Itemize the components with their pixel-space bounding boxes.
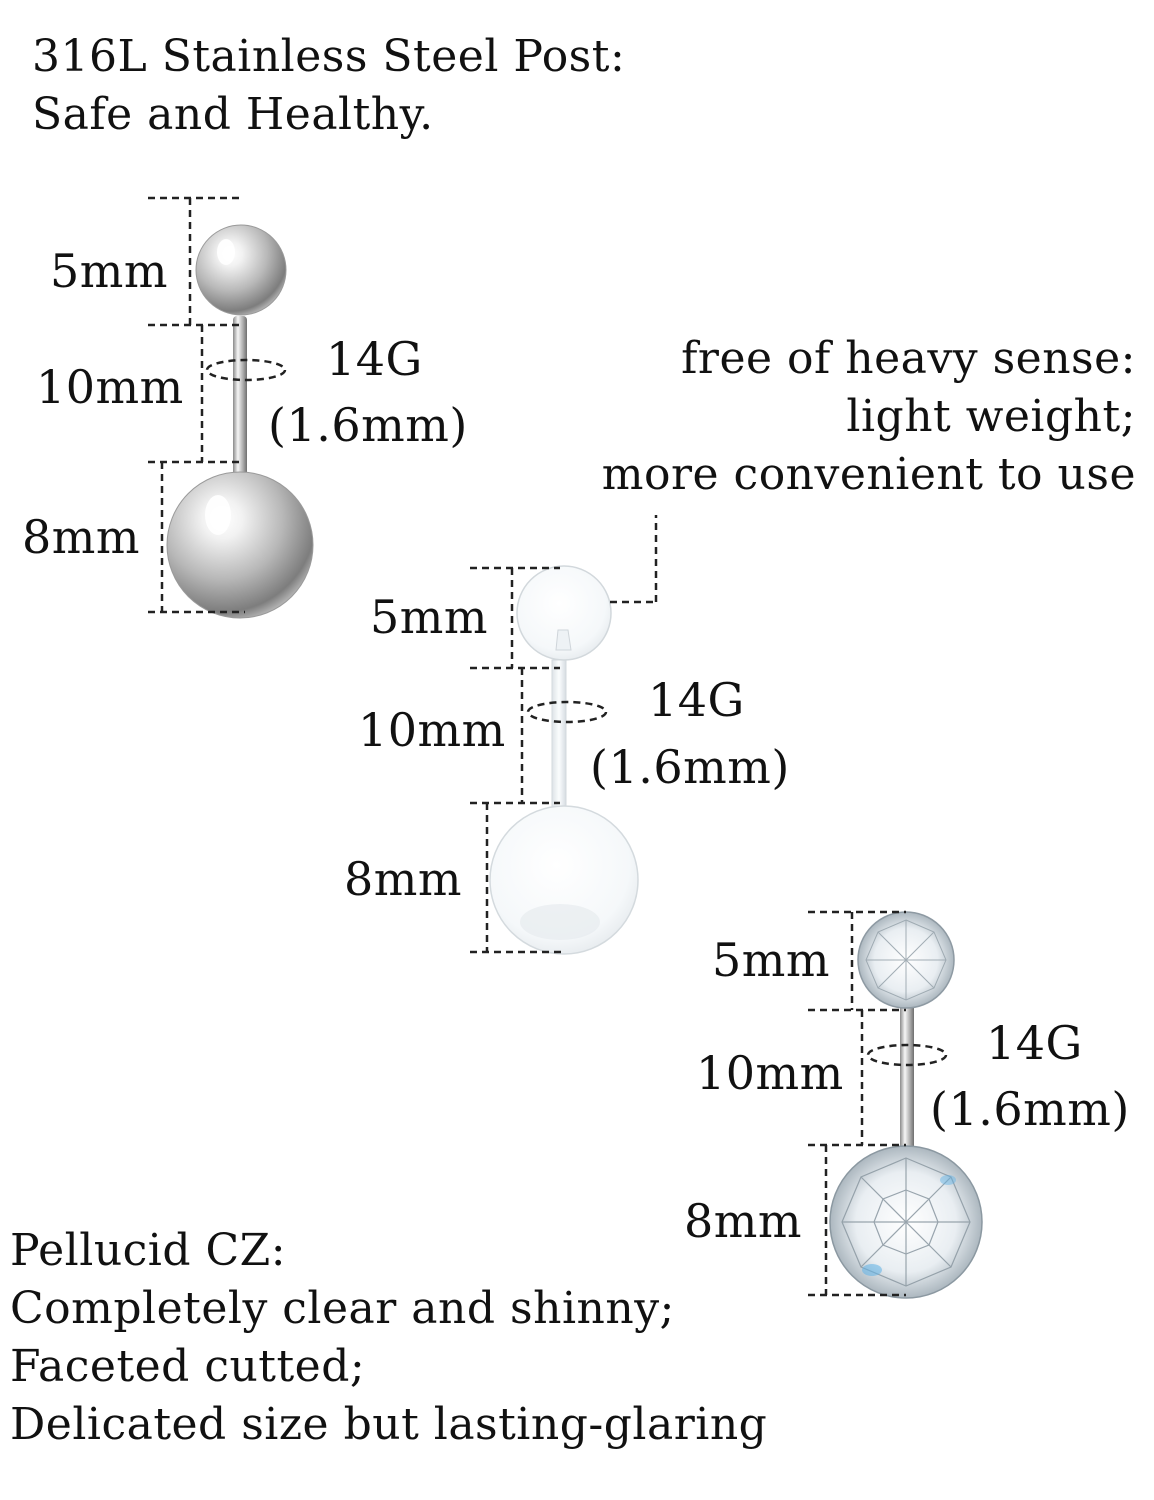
- steel-barbell: [166, 224, 314, 619]
- cz-line1: Pellucid CZ:: [10, 1225, 287, 1276]
- clear-gauge: 14G: [648, 673, 745, 727]
- lightweight-line2: light weight;: [846, 391, 1136, 443]
- lightweight-line1: free of heavy sense:: [681, 333, 1136, 384]
- clear-gauge-mm: (1.6mm): [590, 740, 790, 794]
- cz-bar-length: 10mm: [696, 1046, 844, 1100]
- cz-gauge-mm: (1.6mm): [930, 1082, 1130, 1136]
- clear-barbell: [489, 565, 639, 955]
- cz-gauge: 14G: [986, 1016, 1083, 1070]
- steel-top-ball-size: 5mm: [50, 244, 169, 298]
- steel-gauge-mm: (1.6mm): [268, 398, 468, 452]
- steel-gauge: 14G: [326, 332, 423, 386]
- lightweight-line3: more convenient to use: [601, 449, 1136, 501]
- steel-bar-length: 10mm: [36, 360, 184, 414]
- cz-feature-note: Pellucid CZ: Completely clear and shinny…: [10, 1222, 767, 1454]
- clear-bottom-ball-size: 8mm: [344, 852, 463, 906]
- cz-line3: Faceted cutted;: [10, 1341, 366, 1393]
- cz-bottom-gem-size: 8mm: [684, 1194, 803, 1248]
- material-heading-line1: 316L Stainless Steel Post:: [32, 31, 626, 82]
- steel-bottom-ball-size: 8mm: [22, 510, 141, 564]
- steel-dimension-lines: [148, 196, 287, 614]
- material-heading-line2: Safe and Healthy.: [32, 89, 434, 141]
- cz-top-gem-size: 5mm: [712, 933, 831, 987]
- cz-line4: Delicated size but lasting-glaring: [10, 1399, 768, 1451]
- clear-top-ball-size: 5mm: [370, 590, 489, 644]
- lightweight-feature-note: free of heavy sense: light weight; more …: [602, 330, 1136, 504]
- material-heading: 316L Stainless Steel Post: Safe and Heal…: [32, 28, 625, 144]
- cz-dimension-lines: [808, 910, 948, 1297]
- cz-barbell: [829, 911, 983, 1299]
- clear-bar-length: 10mm: [358, 703, 506, 757]
- cz-line2: Completely clear and shinny;: [10, 1283, 675, 1335]
- clear-dimension-lines: [470, 515, 658, 954]
